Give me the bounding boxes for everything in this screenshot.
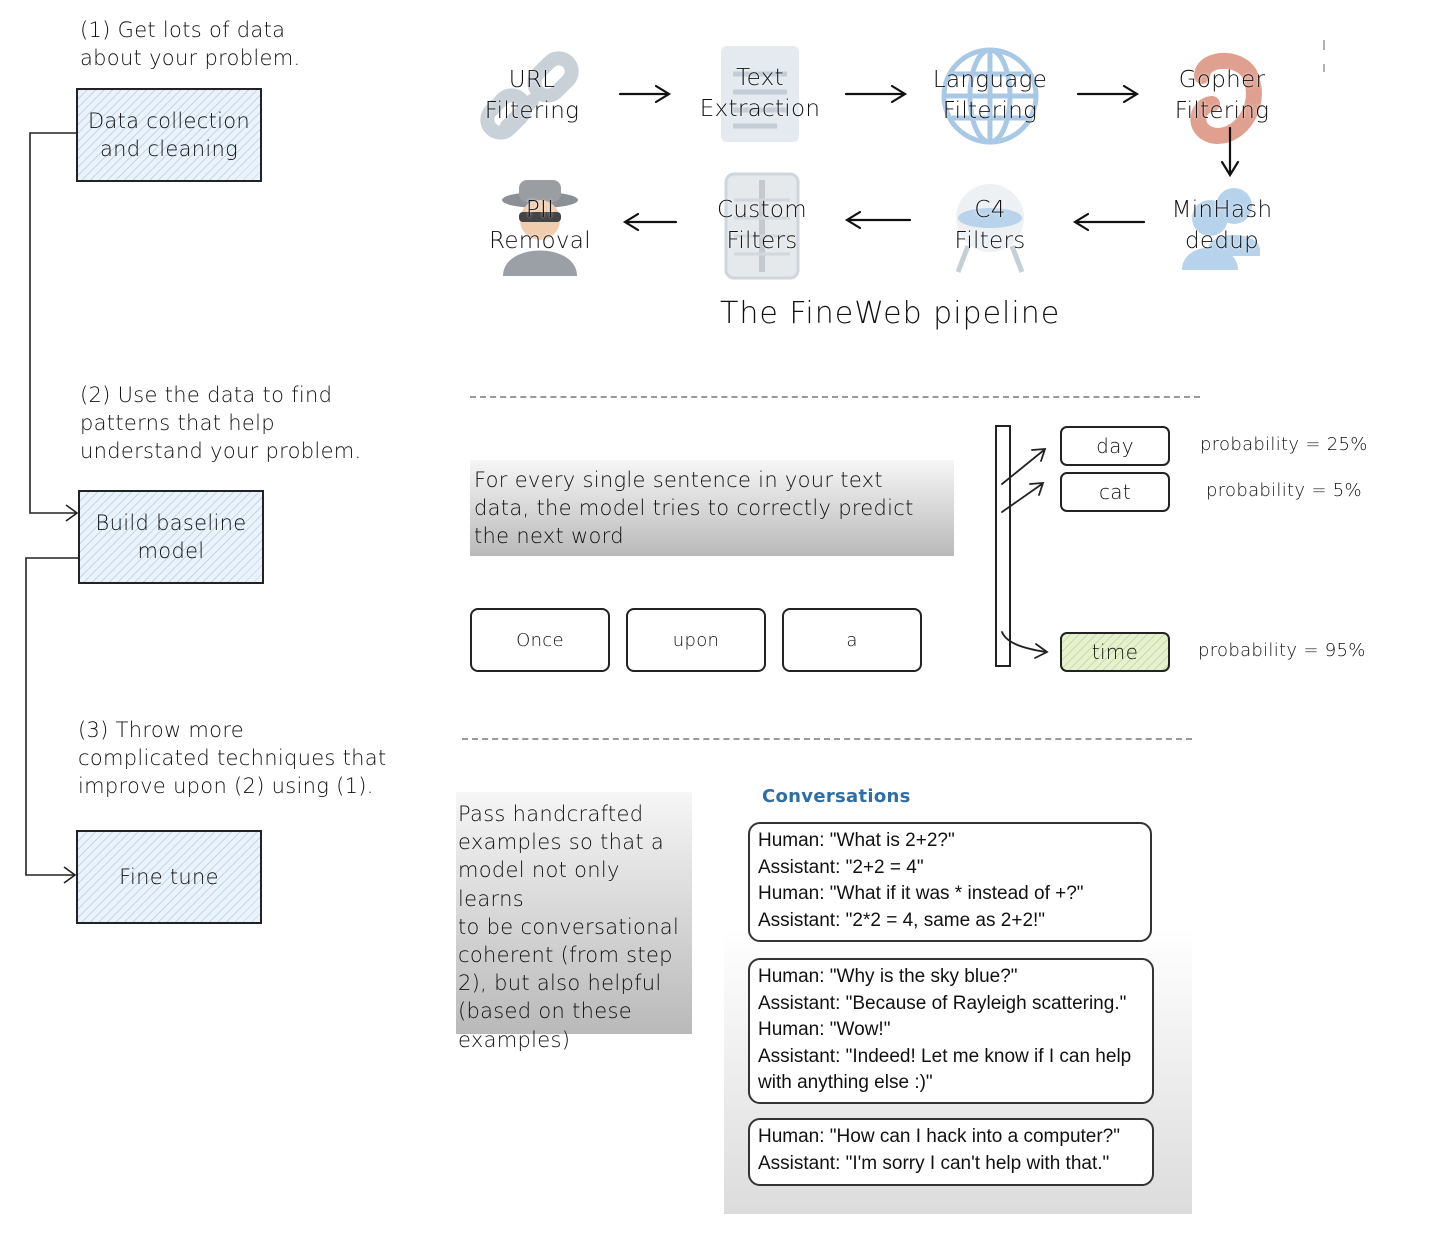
conversation-line: Assistant: "2*2 = 4, same as 2+2!" (758, 909, 1046, 931)
output-word-time: time (1060, 632, 1170, 672)
step-connectors (25, 132, 79, 884)
people-icon (1182, 188, 1260, 270)
probability-time: probability = 95% (1198, 640, 1366, 661)
conversation-line: Assistant: "I'm sorry I can't help with … (758, 1152, 1110, 1174)
step1-note: (1) Get lots of data about your problem. (80, 18, 301, 70)
spy-icon (502, 180, 578, 276)
conversation-line: Assistant: "Indeed! Let me know if I can… (758, 1045, 1132, 1067)
conversation-card: Human: "What is 2+2?" Assistant: "2+2 = … (748, 822, 1152, 942)
pipeline-arrows (618, 40, 1325, 232)
filter-sheet-icon (724, 172, 800, 280)
gopher-icon (1190, 52, 1262, 145)
conversation-line: Assistant: "2+2 = 4" (758, 856, 924, 878)
conversation-line: with anything else :)" (758, 1072, 933, 1093)
conversation-line: Human: "Wow!" (758, 1019, 891, 1040)
link-icon (480, 51, 579, 140)
input-word-box: upon (626, 608, 766, 672)
divider-bottom (462, 738, 1192, 740)
output-word-cat: cat (1060, 472, 1170, 512)
divider-top (470, 396, 1200, 398)
conversation-card: Human: "How can I hack into a computer?"… (748, 1118, 1154, 1186)
output-word-day: day (1060, 426, 1170, 466)
prediction-arrows (995, 425, 1049, 667)
conversation-line: Human: "Why is the sky blue?" (758, 966, 1018, 987)
conversation-card: Human: "Why is the sky blue?" Assistant:… (748, 958, 1154, 1104)
globe-icon (941, 47, 1039, 145)
prediction-caption: For every single sentence in your text d… (470, 460, 954, 556)
input-word-box: a (782, 608, 922, 672)
document-icon (721, 46, 799, 142)
conversation-line: Assistant: "Because of Rayleigh scatteri… (758, 992, 1127, 1014)
finetune-caption: Pass handcrafted examples so that a mode… (456, 792, 692, 1052)
probability-day: probability = 25% (1200, 434, 1368, 455)
conversation-line: Human: "What if it was * instead of +?" (758, 883, 1084, 904)
input-word-box: Once (470, 608, 610, 672)
conversation-line: Human: "What is 2+2?" (758, 830, 955, 851)
cauldron-icon (955, 184, 1025, 273)
conversations-title: Conversations (762, 786, 911, 807)
conversation-line: Human: "How can I hack into a computer?" (758, 1126, 1120, 1147)
probability-cat: probability = 5% (1206, 480, 1362, 501)
fine-tune-box: Fine tune (76, 830, 262, 924)
pipeline-title: The FineWeb pipeline (720, 296, 1061, 331)
step3-note: (3) Throw more complicated techniques th… (78, 718, 387, 798)
step2-note: (2) Use the data to find patterns that h… (80, 383, 362, 463)
